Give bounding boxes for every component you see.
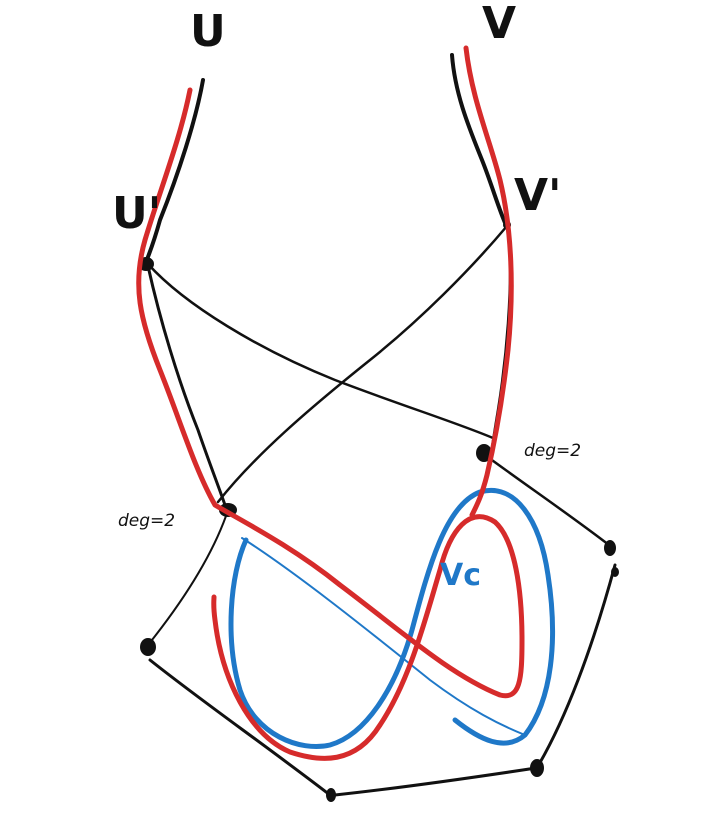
vertex-right [604, 540, 616, 556]
blue-loop-thick [228, 487, 556, 749]
vertices [138, 221, 619, 802]
red-path-right-stem [463, 45, 514, 518]
blue-line-thin [241, 537, 526, 736]
red-path-group [136, 45, 525, 761]
edge-vprime-left-deg2 [216, 224, 509, 504]
label-u: U [190, 6, 226, 57]
edge-bottom-right-right [536, 563, 617, 768]
black-edges [144, 53, 617, 797]
edge-right-right-deg2 [483, 453, 611, 547]
edge-v-vprime [450, 53, 508, 227]
vertex-bottom [326, 788, 336, 802]
edge-uprime-right-deg2 [146, 262, 495, 440]
label-deg-right: deg=2 [524, 441, 581, 461]
red-path-main [136, 87, 525, 761]
blue-cycle [228, 487, 556, 749]
label-v: V [482, 0, 516, 49]
edge-bottom-bottom-right [333, 766, 538, 797]
label-u-prime: U' [112, 188, 161, 239]
edge-lower-left-bottom [148, 658, 332, 797]
edge-uprime-left-deg2 [146, 264, 228, 510]
edge-left-deg2-lower-left [147, 515, 227, 646]
label-deg-left: deg=2 [118, 511, 175, 531]
vertex-bottom-right [530, 759, 544, 777]
vertex-right-deg2 [476, 444, 492, 462]
vertex-right-lower [611, 567, 619, 577]
vertex-lower-left [140, 638, 156, 656]
edge-u-uprime [144, 78, 205, 264]
label-cycle: Vc [440, 558, 481, 593]
label-v-prime: V' [514, 170, 562, 221]
